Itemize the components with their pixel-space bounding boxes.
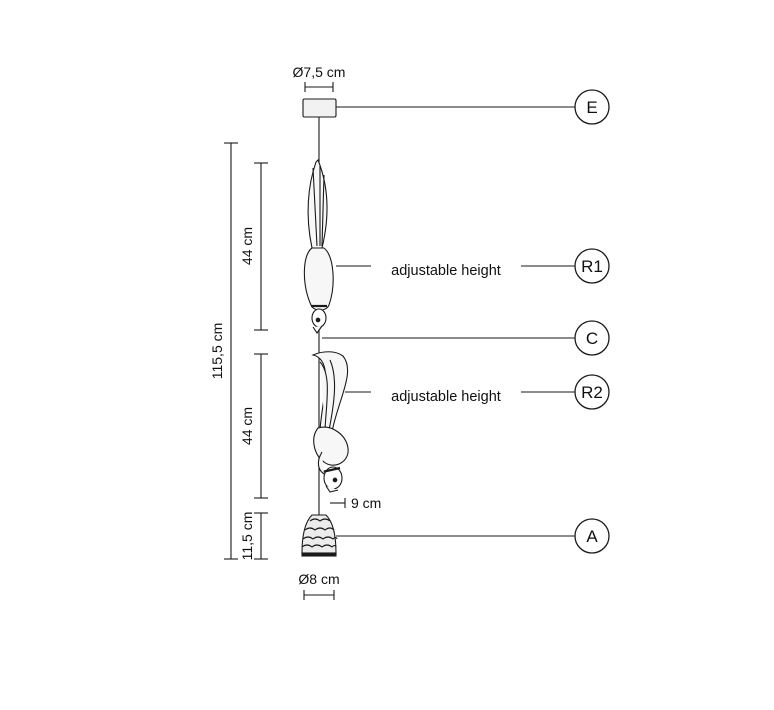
callout-c: C xyxy=(586,329,598,348)
callout-r1: R1 xyxy=(581,257,603,276)
canopy-diameter-label: Ø7,5 cm xyxy=(293,64,346,80)
leader-lines xyxy=(322,106,575,537)
callout-circle-r1 xyxy=(574,248,610,284)
callout-circle-a xyxy=(574,518,610,554)
r2-label: adjustable height xyxy=(391,389,501,405)
canopy xyxy=(302,98,337,118)
squirrel-r2 xyxy=(311,351,349,493)
upper-section-label: 44 cm xyxy=(239,227,255,265)
dimension-lines xyxy=(224,82,346,600)
total-height-label: 115,5 cm xyxy=(209,323,225,380)
callout-a: A xyxy=(586,527,598,546)
shade xyxy=(301,514,338,557)
callout-circle-r2 xyxy=(574,374,610,410)
callout-circle-e xyxy=(574,89,610,125)
shade-diameter-label: Ø8 cm xyxy=(298,571,339,587)
callout-e: E xyxy=(586,98,597,117)
lamp-drawing xyxy=(301,98,349,557)
squirrel-r1 xyxy=(303,159,334,334)
callout-circles xyxy=(574,89,610,554)
projection-label: 9 cm xyxy=(351,495,381,511)
callout-r2: R2 xyxy=(581,383,603,402)
r1-label: adjustable height xyxy=(391,263,501,279)
lower-section-label: 44 cm xyxy=(239,407,255,445)
callout-circle-c xyxy=(574,320,610,356)
shade-height-label: 11,5 cm xyxy=(239,512,255,561)
